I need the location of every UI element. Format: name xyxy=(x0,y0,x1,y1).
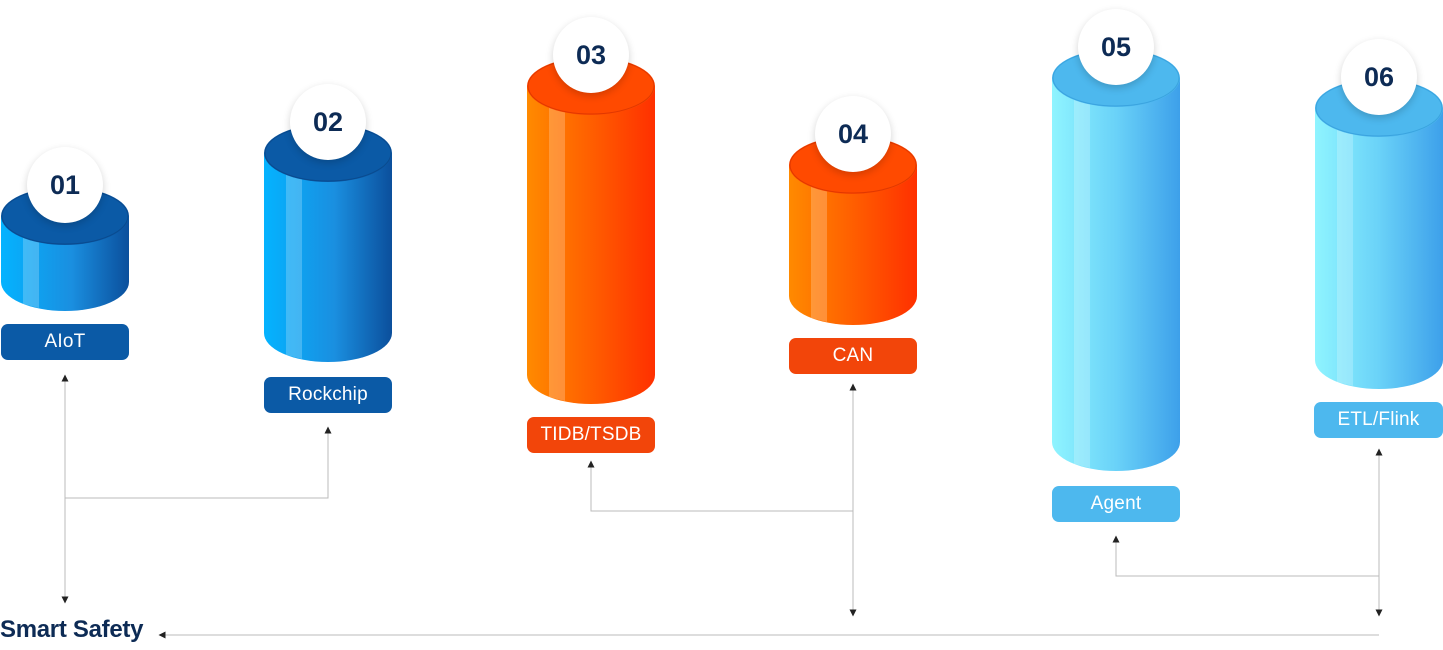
step-number-badge: 06 xyxy=(1341,39,1417,115)
cylinder-highlight xyxy=(1337,118,1353,386)
cylinder-highlight xyxy=(23,226,39,308)
cylinder-highlight xyxy=(811,175,827,322)
step-number-badge: 04 xyxy=(815,96,891,172)
cylinder-05 xyxy=(1052,49,1180,471)
cylinder-03 xyxy=(527,57,655,404)
node-label-aiot: AIoT xyxy=(1,324,129,360)
node-label-can: CAN xyxy=(789,338,917,374)
cylinder-body xyxy=(527,86,655,404)
connector-to-rockchip xyxy=(65,426,332,499)
connector-to-agent xyxy=(1112,535,1379,577)
cylinder-body xyxy=(1052,78,1180,471)
cylinder-body xyxy=(789,165,917,325)
step-number-badge: 02 xyxy=(290,84,366,160)
cylinder-highlight xyxy=(286,163,302,359)
cylinder-06 xyxy=(1315,79,1443,389)
step-number-badge: 03 xyxy=(553,17,629,93)
node-label-rockchip: Rockchip xyxy=(264,377,392,413)
cylinder-highlight xyxy=(1074,88,1090,468)
node-label-etl-flink: ETL/Flink xyxy=(1314,402,1443,438)
final-output-label: Smart Safety xyxy=(0,616,144,643)
node-label-agent: Agent xyxy=(1052,486,1180,522)
step-number-badge: 05 xyxy=(1078,9,1154,85)
step-number-badge: 01 xyxy=(27,147,103,223)
node-label-tidb-tsdb: TIDB/TSDB xyxy=(527,417,655,453)
connector-to-tidb xyxy=(587,460,853,512)
cylinder-body xyxy=(1315,108,1443,389)
cylinder-body xyxy=(264,153,392,362)
cylinder-highlight xyxy=(549,96,565,401)
